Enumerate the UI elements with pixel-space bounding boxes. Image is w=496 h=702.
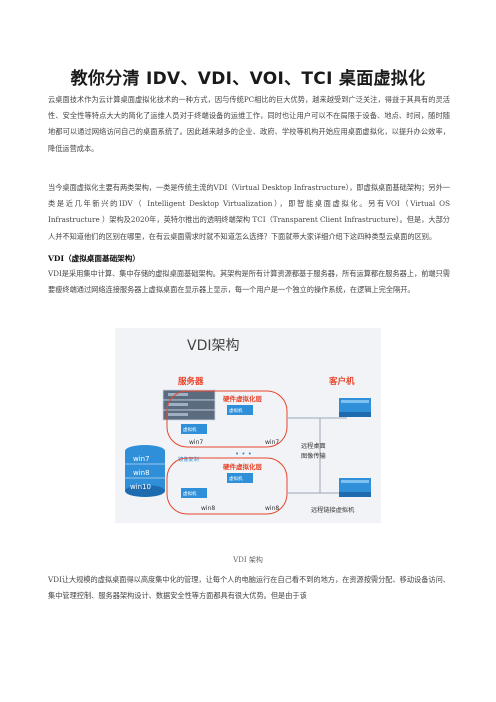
- storage-win8: win8: [133, 469, 150, 477]
- storage-win10: win10: [130, 483, 151, 491]
- upper-vm-box: 虚拟机: [227, 405, 253, 415]
- remote-desktop-label: 远程桌面: [301, 442, 326, 450]
- figure-caption: VDI 架构: [233, 556, 263, 564]
- ellipsis: • • •: [235, 450, 252, 458]
- svg-text:虚拟机: 虚拟机: [229, 475, 243, 482]
- lower-hw-layer-label: 硬件虚拟化层: [223, 462, 263, 471]
- upper-vm-group: [166, 390, 288, 448]
- lower-vm-box: 虚拟机: [227, 473, 253, 483]
- vdi-diagram: VDI架构 服务器 客户机 硬件虚拟化层 虚拟机 虚拟机: [115, 328, 381, 523]
- svg-text:虚拟机: 虚拟机: [183, 426, 197, 433]
- vdi-architecture-figure: VDI架构 服务器 客户机 硬件虚拟化层 虚拟机 虚拟机: [115, 328, 381, 523]
- svg-text:虚拟机: 虚拟机: [229, 407, 243, 414]
- architecture-paragraph: 当今桌面虚拟化主要有两类架构，一类是传统主流的VDI（Virtual Deskt…: [48, 183, 450, 241]
- storage-win7: win7: [133, 455, 150, 463]
- section-heading-vdi: VDI（虚拟桌面基础架构）: [48, 254, 140, 263]
- mirror-label: 镜像复制: [178, 455, 199, 463]
- server-label: 服务器: [178, 376, 204, 387]
- server-stack-icon: [162, 389, 216, 421]
- upper-hw-layer-label: 硬件虚拟化层: [223, 394, 263, 403]
- vdi-advantages-paragraph: VDI让大规模的虚拟桌面得以高度集中化的管理，让每个人的电脑运行在自己看不到的地…: [48, 575, 450, 601]
- page-title: 教你分清 IDV、VDI、VOI、TCI 桌面虚拟化: [70, 69, 426, 89]
- client-label: 客户机: [328, 376, 355, 387]
- intro-paragraph: 云桌面技术作为云计算桌面虚拟化技术的一种方式，因与传统PC相比的巨大优势，越来越…: [48, 95, 450, 153]
- client-terminal-icon-top: [339, 398, 371, 417]
- storage-cylinders: win7 win8 win10: [125, 445, 165, 497]
- upper-vm-box-left: 虚拟机: [181, 424, 207, 434]
- upper-win7-label-b: win7: [265, 439, 279, 446]
- lower-win8-label-b: win8: [265, 505, 279, 512]
- svg-text:虚拟机: 虚拟机: [183, 490, 197, 497]
- client-caption: 远程链接虚拟机: [311, 506, 355, 514]
- client-terminal-icon-bottom: [339, 478, 371, 497]
- lower-vm-group: [166, 457, 288, 515]
- connection-lines: [287, 417, 347, 494]
- image-transfer-label: 图像传输: [301, 452, 327, 460]
- lower-vm-box-left: 虚拟机: [181, 488, 207, 498]
- upper-win7-label-a: win7: [189, 439, 203, 446]
- diagram-title: VDI架构: [187, 338, 240, 354]
- lower-win8-label-a: win8: [201, 505, 215, 512]
- vdi-paragraph: VDI是采用集中计算、集中存储的虚拟桌面基础架构。其架构是所有计算资源都基于服务…: [48, 269, 450, 295]
